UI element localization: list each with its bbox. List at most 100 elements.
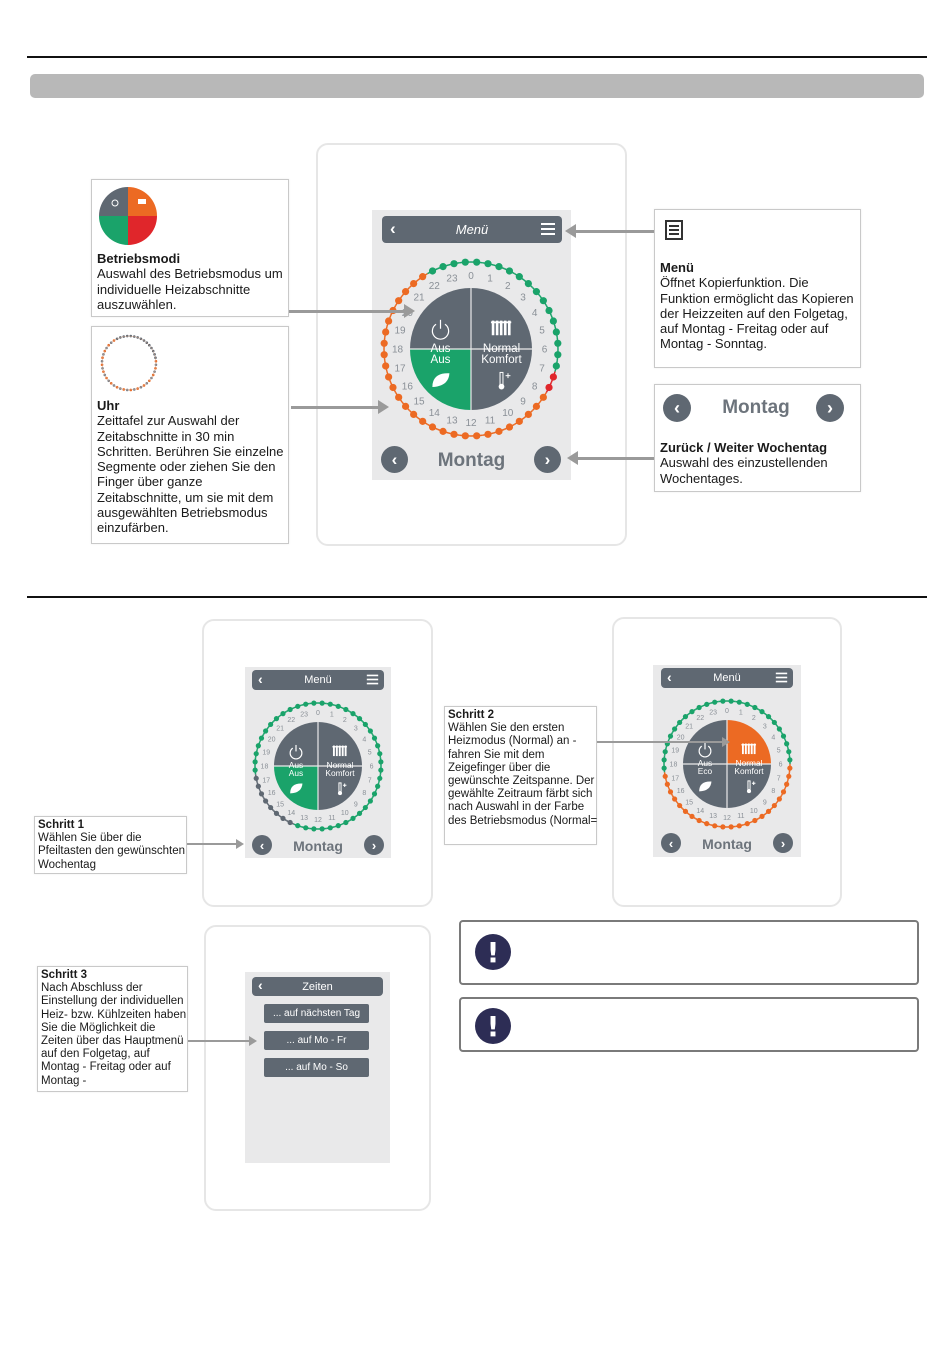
mode-aus[interactable] (410, 288, 471, 349)
time-segment[interactable] (273, 810, 280, 816)
time-segment[interactable] (682, 808, 689, 814)
mode-komfort[interactable] (727, 764, 771, 808)
time-segment[interactable] (744, 821, 750, 827)
time-segment[interactable] (759, 813, 765, 819)
time-segment[interactable] (552, 328, 560, 336)
time-segment[interactable] (554, 339, 562, 347)
prev-day-button[interactable]: ‹ (252, 835, 272, 855)
time-segment[interactable] (784, 781, 790, 787)
time-segment[interactable] (704, 701, 710, 707)
time-segment[interactable] (787, 765, 793, 771)
time-segment[interactable] (461, 432, 469, 440)
time-segment[interactable] (356, 810, 363, 816)
time-segment[interactable] (661, 765, 667, 771)
time-segment[interactable] (362, 804, 368, 811)
time-segment[interactable] (524, 410, 532, 419)
hamburger-icon[interactable] (540, 221, 556, 240)
time-segment[interactable] (263, 728, 269, 734)
time-segment[interactable] (253, 775, 259, 781)
time-segment[interactable] (736, 699, 742, 705)
time-segment[interactable] (335, 823, 341, 829)
time-segment[interactable] (343, 706, 349, 713)
time-segment[interactable] (295, 703, 301, 709)
copy-mo-fr-button[interactable]: ... auf Mo - Fr (264, 1031, 369, 1050)
time-segment[interactable] (524, 279, 532, 288)
next-day-button[interactable]: › (773, 833, 793, 853)
time-segment[interactable] (532, 288, 541, 296)
time-segment[interactable] (662, 773, 668, 779)
time-segment[interactable] (539, 393, 547, 401)
time-segment[interactable] (380, 339, 388, 347)
time-segment[interactable] (428, 423, 437, 431)
time-segment[interactable] (728, 824, 734, 830)
mode-normal[interactable] (471, 288, 532, 349)
time-segment[interactable] (385, 317, 393, 325)
time-segment[interactable] (545, 383, 553, 392)
time-segment[interactable] (252, 759, 258, 765)
time-segment[interactable] (689, 813, 695, 819)
time-segment[interactable] (327, 825, 333, 831)
time-segment[interactable] (667, 789, 674, 795)
time-segment[interactable] (378, 767, 384, 773)
time-segment[interactable] (696, 704, 702, 711)
time-segment[interactable] (280, 815, 286, 821)
time-segment[interactable] (771, 719, 777, 726)
time-segment[interactable] (549, 373, 557, 381)
time-segment[interactable] (720, 698, 726, 704)
time-segment[interactable] (728, 698, 734, 704)
mode-normal[interactable] (318, 722, 362, 766)
time-segment[interactable] (784, 741, 790, 747)
prev-day-button[interactable]: ‹ (381, 446, 408, 473)
time-segment[interactable] (712, 823, 718, 829)
time-segment[interactable] (280, 711, 286, 717)
time-segment[interactable] (410, 279, 418, 288)
hamburger-icon[interactable] (775, 671, 788, 687)
time-segment[interactable] (401, 288, 410, 296)
time-segment[interactable] (268, 721, 274, 728)
time-segment[interactable] (362, 721, 368, 728)
time-segment[interactable] (258, 791, 265, 797)
time-segment[interactable] (255, 743, 261, 749)
back-chevron-icon[interactable]: ‹ (667, 669, 672, 685)
time-segment[interactable] (744, 701, 750, 707)
time-segment[interactable] (545, 306, 553, 315)
time-segment[interactable] (252, 767, 258, 773)
time-segment[interactable] (380, 351, 388, 359)
time-segment[interactable] (495, 263, 503, 271)
time-segment[interactable] (505, 267, 514, 275)
time-segment[interactable] (439, 263, 447, 271)
time-segment[interactable] (771, 802, 777, 809)
time-segment[interactable] (273, 716, 280, 722)
time-segment[interactable] (382, 362, 390, 370)
time-segment[interactable] (395, 297, 403, 305)
time-segment[interactable] (720, 824, 726, 830)
time-segment[interactable] (311, 826, 317, 832)
time-segment[interactable] (367, 728, 373, 734)
time-segment[interactable] (327, 701, 333, 707)
time-segment[interactable] (736, 823, 742, 829)
time-segment[interactable] (752, 817, 758, 824)
time-segment[interactable] (484, 430, 492, 438)
mode-komfort[interactable] (318, 766, 362, 810)
time-segment[interactable] (375, 743, 381, 749)
time-segment[interactable] (667, 733, 674, 739)
time-segment[interactable] (389, 383, 397, 392)
hamburger-icon[interactable] (366, 673, 379, 689)
time-segment[interactable] (311, 700, 317, 706)
time-segment[interactable] (780, 733, 787, 739)
time-segment[interactable] (552, 362, 560, 370)
back-chevron-icon[interactable]: ‹ (258, 671, 263, 687)
time-segment[interactable] (682, 714, 689, 720)
time-segment[interactable] (287, 819, 293, 826)
prev-day-button[interactable]: ‹ (661, 833, 681, 853)
time-segment[interactable] (295, 823, 301, 829)
time-segment[interactable] (786, 773, 792, 779)
mode-komfort[interactable] (471, 349, 532, 410)
time-segment[interactable] (428, 267, 437, 275)
time-segment[interactable] (410, 410, 418, 419)
time-segment[interactable] (515, 273, 523, 281)
time-segment[interactable] (473, 432, 481, 440)
time-segment[interactable] (549, 317, 557, 325)
